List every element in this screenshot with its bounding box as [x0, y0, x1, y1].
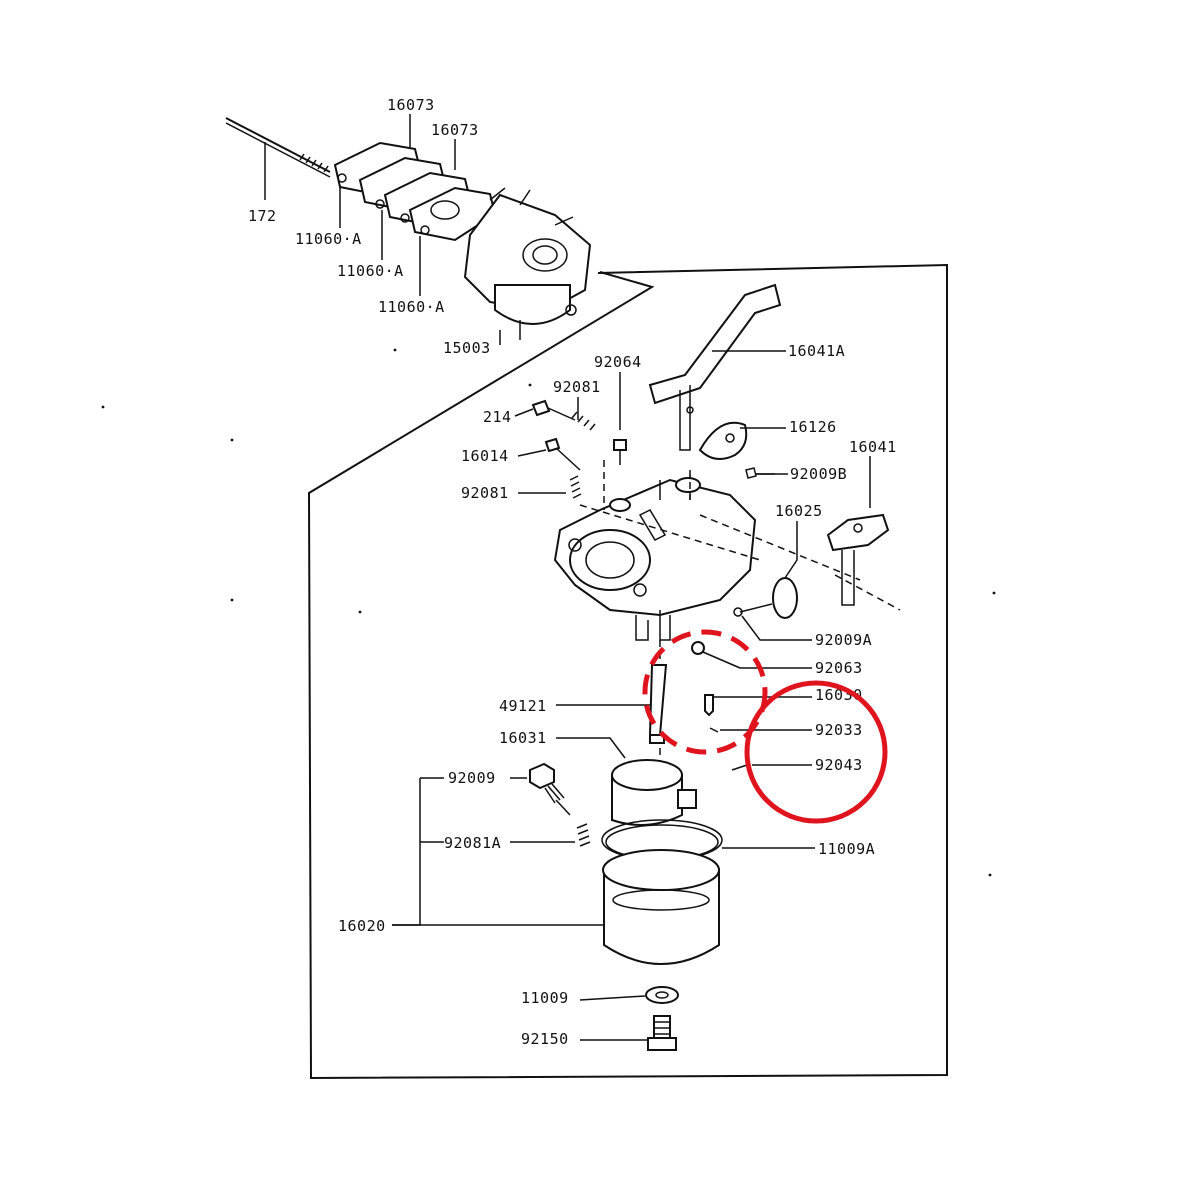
- small-screws: [531, 399, 775, 617]
- washer-11009: [645, 986, 679, 1004]
- float-16031: [611, 759, 697, 826]
- label-15003: 15003: [443, 339, 491, 357]
- float-bowl-16020: [602, 849, 720, 965]
- label-16126: 16126: [789, 418, 837, 436]
- label-92009b: 92009B: [790, 465, 847, 483]
- label-214: 214: [483, 408, 512, 426]
- label-92063: 92063: [815, 659, 863, 677]
- label-16041: 16041: [849, 438, 897, 456]
- choke-lever-16041: [826, 513, 890, 606]
- carburetor-overview: [463, 187, 592, 340]
- dashed-red-circle-icon: [642, 629, 768, 755]
- exploded-view-frame: [307, 263, 948, 1080]
- label-16014: 16014: [461, 447, 509, 465]
- label-11060a-third: 11060·A: [378, 298, 445, 316]
- label-92064: 92064: [594, 353, 642, 371]
- label-11009: 11009: [521, 989, 569, 1007]
- label-11060a-second: 11060·A: [337, 262, 404, 280]
- drain-bolt-92150: [647, 1015, 677, 1051]
- gasket-stack: [333, 141, 497, 242]
- choke-plate-16126: [698, 421, 748, 460]
- label-92009: 92009: [448, 769, 496, 787]
- throttle-plate-16025: [739, 577, 798, 619]
- label-49121: 49121: [499, 697, 547, 715]
- label-16025: 16025: [775, 502, 823, 520]
- spring-92081a: [576, 823, 591, 847]
- label-92081a: 92081A: [444, 834, 501, 852]
- label-16073-second: 16073: [431, 121, 479, 139]
- label-16041a: 16041A: [788, 342, 845, 360]
- label-92081: 92081: [553, 378, 601, 396]
- label-92043: 92043: [815, 756, 863, 774]
- bowl-bolt-92009: [529, 762, 571, 816]
- label-92033: 92033: [815, 721, 863, 739]
- label-16020: 16020: [338, 917, 386, 935]
- label-16031: 16031: [499, 729, 547, 747]
- solid-red-circle-icon: [744, 680, 888, 824]
- main-jet-pipe-49121: [648, 664, 668, 744]
- label-92009a: 92009A: [815, 631, 872, 649]
- label-11060a-first: 11060·A: [295, 230, 362, 248]
- top-leaders: [339, 114, 501, 345]
- main-leaders: [392, 350, 871, 1041]
- label-16073-top: 16073: [387, 96, 435, 114]
- label-11009a: 11009A: [818, 840, 875, 858]
- label-92081-lower: 92081: [461, 484, 509, 502]
- label-172: 172: [248, 207, 277, 225]
- carburetor-body: [553, 475, 757, 641]
- throttle-lever-16041a: [648, 283, 782, 451]
- scan-specks: [101, 348, 996, 877]
- stud-bolt-172: [225, 117, 331, 200]
- label-92150: 92150: [521, 1030, 569, 1048]
